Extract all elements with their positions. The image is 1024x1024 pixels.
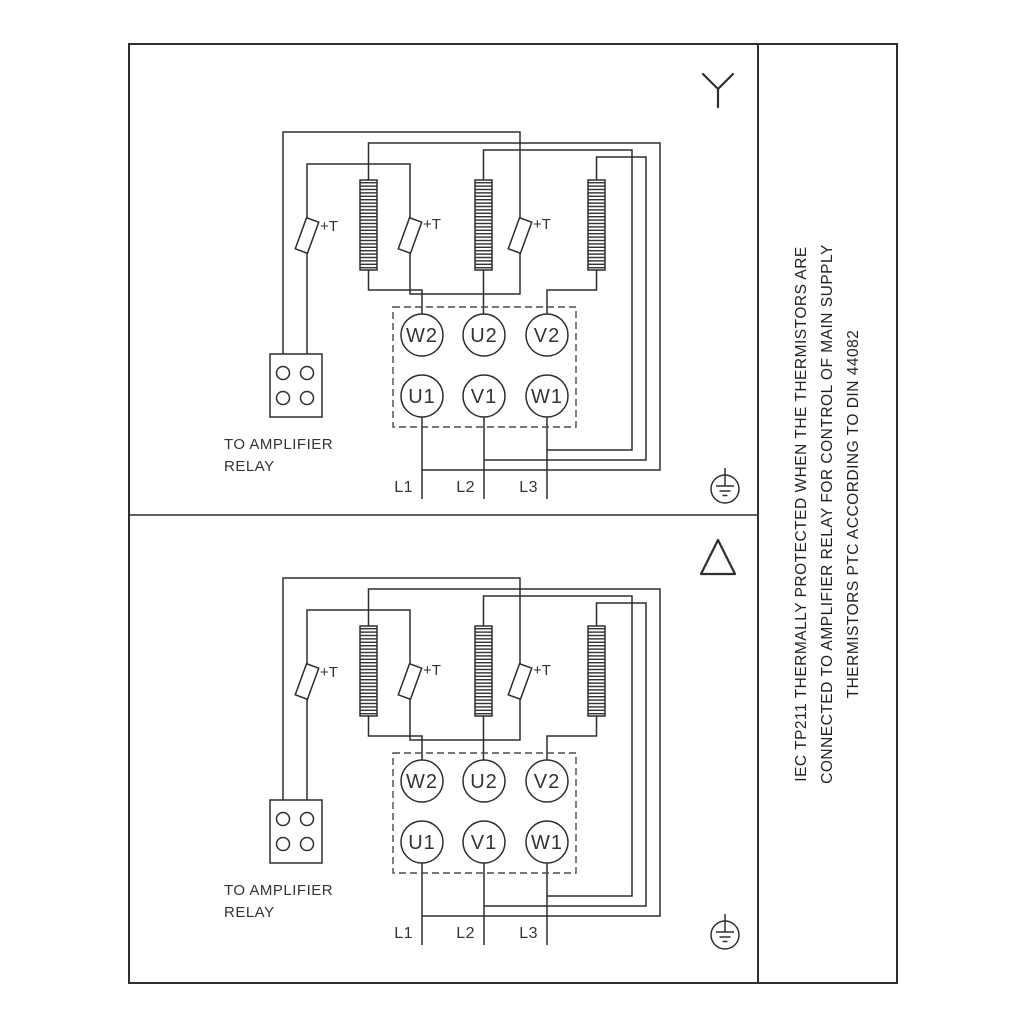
note-line-1: IEC TP211 THERMALLY PROTECTED WHEN THE T…: [792, 245, 810, 782]
note-sidebar: IEC TP211 THERMALLY PROTECTED WHEN THE T…: [757, 45, 896, 982]
note-text-block: IEC TP211 THERMALLY PROTECTED WHEN THE T…: [789, 45, 867, 982]
note-line-3: THERMISTORS PTC ACCORDING TO DIN 44082: [844, 329, 862, 698]
delta-connection-icon: [699, 538, 737, 576]
note-line-2: CONNECTED TO AMPLIFIER RELAY FOR CONTROL…: [818, 243, 836, 784]
wye-connection-icon: [701, 72, 735, 109]
motor-wiring-diagram: +T +T +T TO AMPLIFIER: [130, 72, 757, 950]
panel-delta: [223, 577, 740, 950]
diagram-frame: +T +T +T TO AMPLIFIER: [128, 43, 898, 984]
panel-star: [223, 131, 740, 504]
